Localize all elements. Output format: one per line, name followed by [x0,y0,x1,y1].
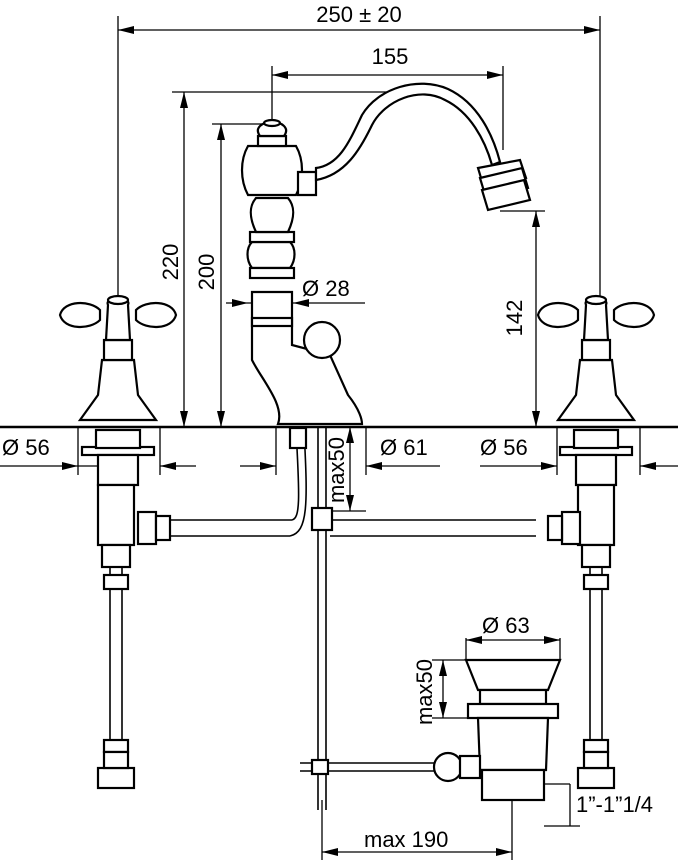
height-total-label: 220 [158,244,183,281]
handle-base-left-label: Ø 56 [2,435,50,460]
overall-width-label: 250 ± 20 [316,2,401,27]
waste-diameter-label: Ø 63 [482,613,530,638]
rod-length-dimension [321,800,513,860]
handle-base-right-label: Ø 56 [480,435,528,460]
body-base-label: Ø 61 [380,435,428,460]
connection-pipes [136,426,582,546]
outlet-height-label: 142 [502,300,527,337]
body-base-dimension [240,427,440,475]
lever-knob [302,320,342,360]
spout-reach-dimension [271,66,504,150]
waste-thickness-label: max50 [412,659,437,725]
height-body-label: 200 [194,254,219,291]
left-valve-assembly [80,428,156,790]
waste-thread-label: 1”-1”1/4 [576,792,653,817]
popup-rod [300,428,440,810]
swan-spout [296,82,532,212]
rod-length-label: max 190 [364,827,448,852]
height-total-dimension [172,91,410,427]
waste-diameter-dimension [465,636,561,660]
lever-diameter-label: Ø 28 [302,276,350,301]
lever-diameter-dimension [226,299,365,307]
height-body-dimension [212,123,262,427]
faucet-body [240,118,364,426]
right-valve-assembly [558,428,634,790]
overall-width-dimension [117,16,601,300]
left-cross-handle [58,294,178,422]
outlet-height-dimension [500,210,545,427]
handle-base-left-dimension [0,427,196,475]
handle-base-right-dimension [480,427,678,475]
deck-thickness-label: max50 [324,437,349,503]
right-cross-handle [536,294,656,422]
waste-assembly [432,658,562,802]
waste-thickness-dimension [432,659,468,719]
spout-reach-label: 155 [372,44,409,69]
waste-thread-dimension [544,783,580,827]
